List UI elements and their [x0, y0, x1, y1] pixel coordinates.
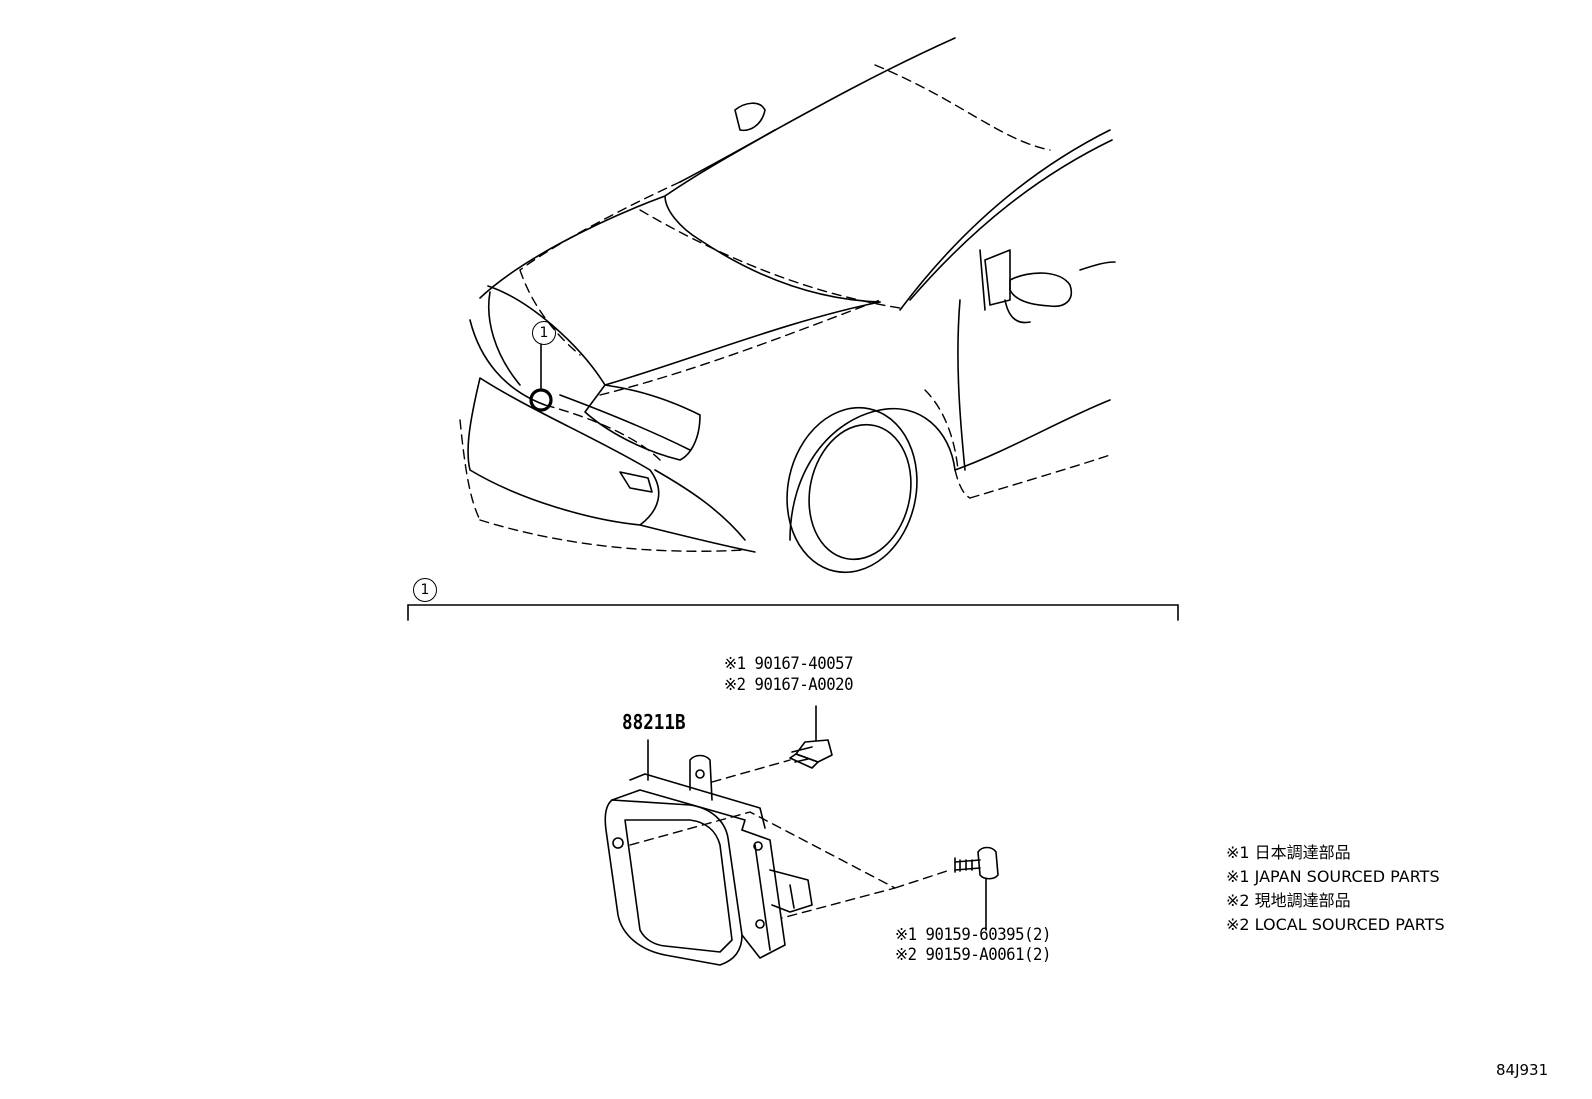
- mount-hidden-lines: [629, 759, 951, 919]
- callout-number-car: 1: [532, 321, 556, 345]
- car-hidden-lines: [459, 64, 1111, 552]
- figure-code: 84J931: [1496, 1061, 1549, 1079]
- part-number-bolt-bottom-local: ※2 90159-A0061(2): [895, 945, 1051, 965]
- group-bracket: [407, 604, 1179, 621]
- car-outline: [467, 37, 1116, 574]
- radar-sensor-drawing: [604, 739, 813, 966]
- legend-item: ※2 現地調達部品: [1226, 891, 1351, 910]
- part-number-bolt-bottom-japan: ※1 90159-60395(2): [895, 925, 1051, 945]
- callout-number-group: 1: [413, 578, 437, 602]
- callout-leader-car: [529, 343, 553, 412]
- part-number-sensor: 88211B: [622, 710, 686, 734]
- legend-item: ※2 LOCAL SOURCED PARTS: [1226, 915, 1445, 934]
- legend-item: ※1 日本調達部品: [1226, 843, 1351, 862]
- part-number-bolt-top-local: ※2 90167-A0020: [724, 675, 854, 695]
- bolt-bottom-drawing: [954, 846, 999, 931]
- part-number-bolt-top-japan: ※1 90167-40057: [724, 654, 854, 674]
- bolt-top-drawing: [789, 705, 833, 769]
- legend-item: ※1 JAPAN SOURCED PARTS: [1226, 867, 1440, 886]
